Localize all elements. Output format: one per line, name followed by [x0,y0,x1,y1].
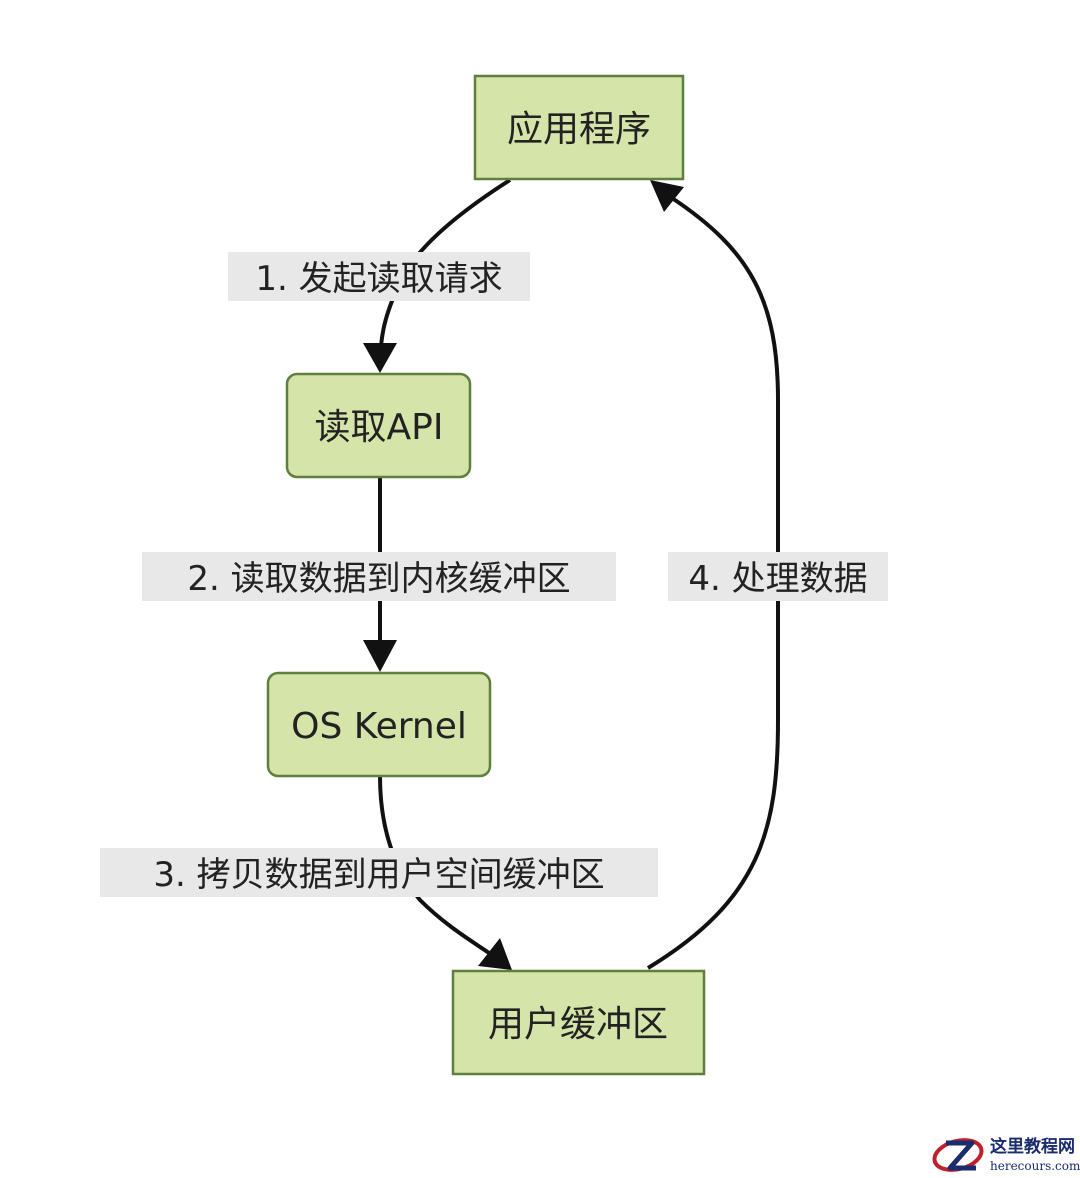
node-app: 应用程序 [473,74,685,181]
edge-label-2: 2. 读取数据到内核缓冲区 [142,552,616,601]
watermark-url: herecours.com [990,1159,1080,1173]
node-user-buffer-label: 用户缓冲区 [488,1004,668,1045]
edge-label-2-text: 2. 读取数据到内核缓冲区 [187,559,570,599]
arrowhead-read-api [363,343,397,373]
edge-label-3: 3. 拷贝数据到用户空间缓冲区 [100,848,658,897]
arrowhead-user-buffer [478,938,512,970]
edge-label-1-text: 1. 发起读取请求 [255,259,502,299]
node-app-label: 应用程序 [507,109,651,150]
watermark-site-name: 这里教程网 [990,1136,1075,1157]
arrowhead-kernel [363,640,397,672]
edge-user-buffer-to-app [646,196,780,970]
edge-label-4-text: 4. 处理数据 [688,559,867,599]
node-read-api: 读取API [285,372,472,479]
node-kernel: OS Kernel [266,671,492,778]
node-kernel-label: OS Kernel [291,706,467,747]
arrowhead-app [650,180,684,212]
edge-label-4: 4. 处理数据 [668,552,888,601]
node-user-buffer: 用户缓冲区 [451,969,706,1076]
edge-label-3-text: 3. 拷贝数据到用户空间缓冲区 [153,855,604,895]
node-read-api-label: 读取API [315,407,444,448]
watermark: 这里教程网 herecours.com [932,1136,1080,1173]
edge-label-1: 1. 发起读取请求 [228,252,530,301]
watermark-logo-icon [932,1138,984,1172]
edge-kernel-to-user-buffer [378,775,494,957]
